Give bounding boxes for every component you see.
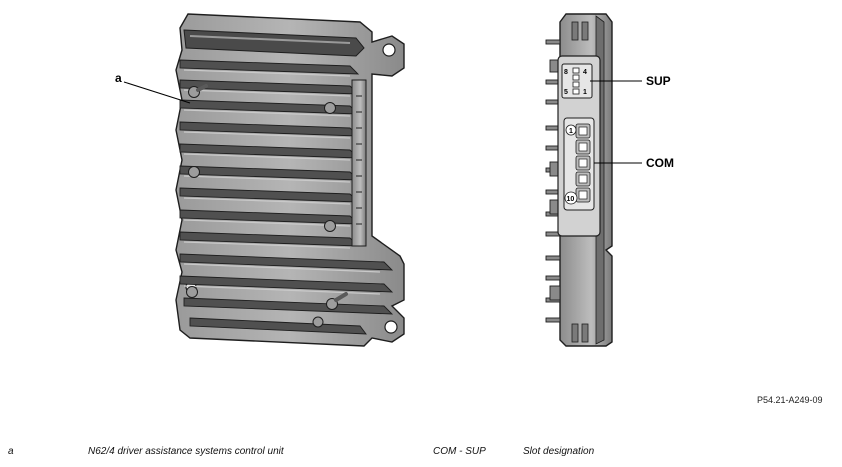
sup-pin-top-left: 8 <box>564 69 568 76</box>
legend-description-slot: Slot designation <box>523 446 595 457</box>
legend-key-a: a <box>8 446 14 457</box>
com-pin-top: 1 <box>569 128 573 135</box>
side-fin-tips <box>545 39 561 323</box>
com-pin-bottom: 10 <box>567 196 575 203</box>
mount-hole-bottom-right <box>384 320 398 334</box>
sup-pin-top-right: 4 <box>583 69 587 76</box>
legend-key-slot: COM - SUP <box>433 446 486 457</box>
figure-reference-code: P54.21-A249-09 <box>757 395 823 405</box>
callout-sup: SUP <box>590 74 671 88</box>
com-connector: 1 10 <box>563 117 595 211</box>
control-unit-side-view: 8 4 5 1 1 10 <box>545 13 613 347</box>
callout-com-label: COM <box>646 156 674 170</box>
legend-description-a: N62/4 driver assistance systems control … <box>88 446 284 457</box>
callout-com: COM <box>594 156 674 170</box>
control-unit-front-view <box>175 13 405 347</box>
sup-connector: 8 4 5 1 <box>561 63 593 99</box>
control-unit-diagram: a <box>115 13 674 347</box>
cooling-fins <box>179 59 394 335</box>
callout-a-label: a <box>115 71 122 85</box>
sup-pin-bottom-left: 5 <box>564 89 568 96</box>
mount-hole-top-right <box>382 43 396 57</box>
sup-pin-bottom-right: 1 <box>583 89 587 96</box>
callout-a: a <box>115 71 191 104</box>
callout-sup-label: SUP <box>646 74 671 88</box>
